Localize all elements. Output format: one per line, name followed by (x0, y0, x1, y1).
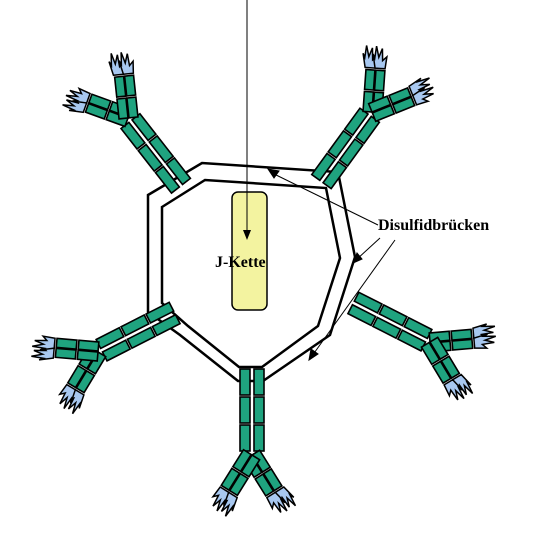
fc-domain (254, 397, 264, 423)
monomer-left (22, 273, 196, 421)
constant-domain (125, 75, 136, 96)
variable-domain (372, 46, 388, 69)
constant-domain (56, 338, 77, 349)
fc-domain (240, 425, 250, 451)
constant-domain (452, 339, 473, 350)
monomer-bottom (208, 369, 298, 518)
fc-domain (254, 369, 264, 395)
j-chain-label: J-Kette (215, 255, 266, 271)
fc-domain (240, 397, 250, 423)
fab-right (208, 449, 263, 518)
constant-domain (127, 97, 138, 118)
monomer-top-right (284, 34, 445, 208)
monomer-right (333, 262, 507, 410)
fc-domain (254, 425, 264, 451)
constant-domain (451, 329, 472, 340)
disulfide-label: Disulfidbrücken (378, 218, 489, 234)
fab-arm-right (31, 335, 99, 365)
fc-domain (240, 369, 250, 395)
constant-domain (78, 340, 99, 351)
variable-domain (32, 335, 55, 351)
j-chain (232, 192, 267, 310)
constant-domain (365, 69, 375, 90)
constant-domain (375, 70, 385, 91)
constant-domain (77, 350, 98, 361)
fab-right (31, 335, 99, 365)
constant-domain (117, 98, 128, 119)
constant-domain (115, 76, 126, 97)
fab-arm-right (208, 449, 263, 518)
constant-domain (55, 348, 76, 359)
